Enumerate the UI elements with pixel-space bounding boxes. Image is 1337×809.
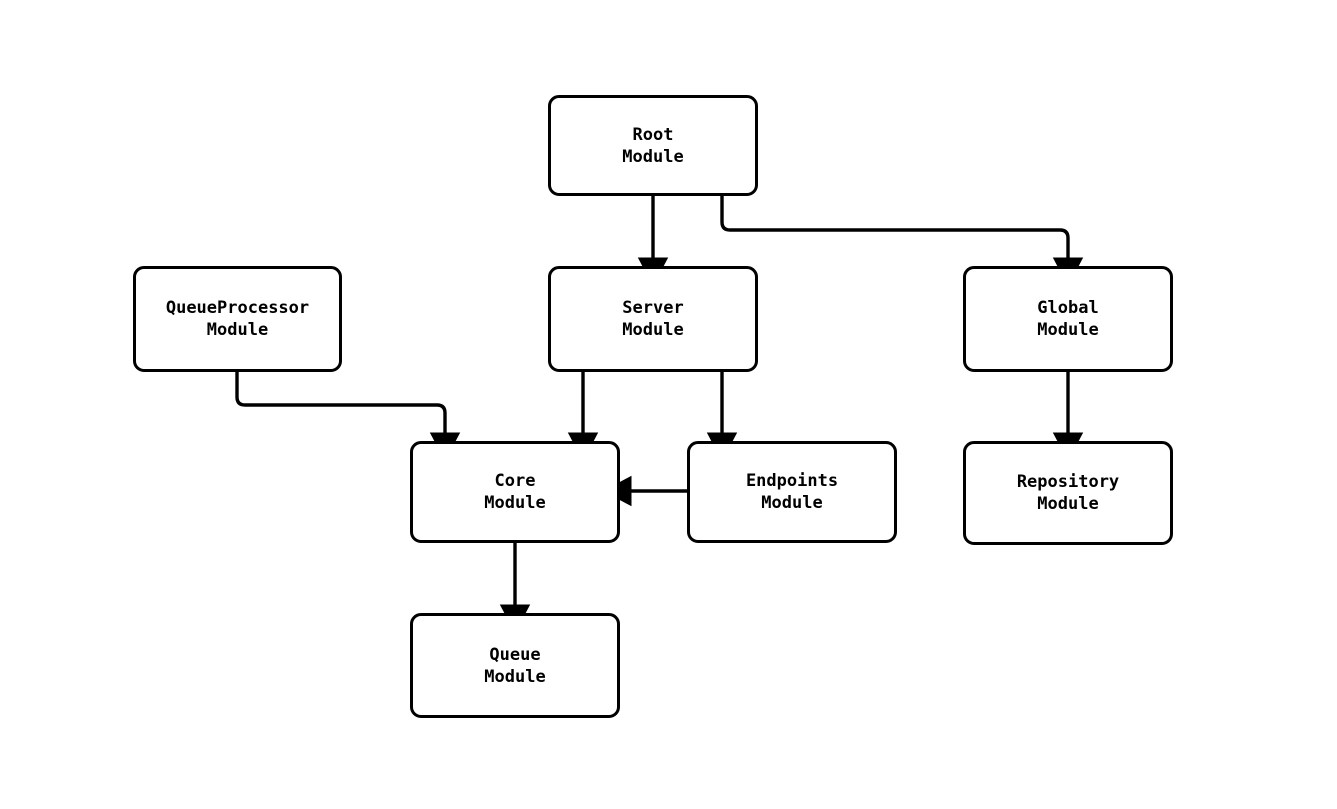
edge-root-to-global: [720, 196, 1084, 287]
node-server-module[interactable]: Server Module: [548, 266, 758, 372]
node-global-module[interactable]: Global Module: [963, 266, 1173, 372]
node-server-module-label: Server Module: [622, 298, 684, 340]
node-queue-module-label: Queue Module: [484, 644, 546, 687]
node-queueprocessor-module[interactable]: QueueProcessor Module: [133, 266, 342, 372]
node-endpoints-module-label: Endpoints Module: [745, 471, 839, 513]
node-queueprocessor-module-label: QueueProcessor Module: [165, 298, 310, 340]
node-endpoints-module[interactable]: Endpoints Module: [687, 441, 897, 543]
node-queue-module[interactable]: Queue Module: [410, 613, 620, 718]
node-root-module-label: Root Module: [622, 124, 684, 167]
edge-queueprocessor-to-core: [235, 372, 461, 462]
node-global-module-label: Global Module: [1037, 298, 1099, 340]
node-core-module-label: Core Module: [484, 471, 546, 513]
node-repository-module-label: Repository Module: [1016, 472, 1120, 514]
node-core-module[interactable]: Core Module: [410, 441, 620, 543]
node-repository-module[interactable]: Repository Module: [963, 441, 1173, 545]
node-root-module[interactable]: Root Module: [548, 95, 758, 196]
